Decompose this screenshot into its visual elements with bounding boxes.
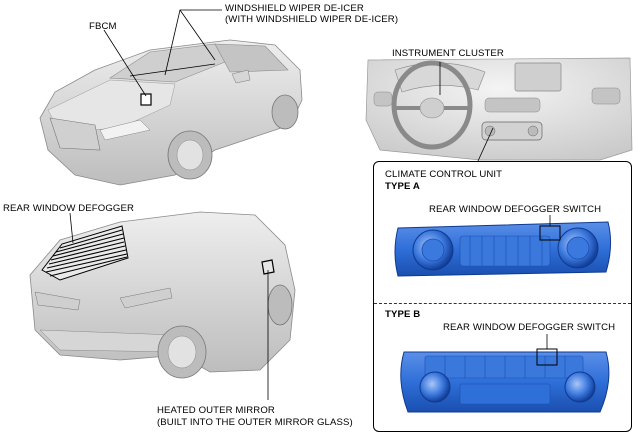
front-car-illustration xyxy=(39,39,303,186)
label-type-b: TYPE B xyxy=(385,309,421,320)
label-fbcm: FBCM xyxy=(89,21,117,32)
rear-car-illustration xyxy=(29,211,296,379)
fbcm-marker xyxy=(140,93,152,106)
dashboard-illustration xyxy=(365,57,633,161)
label-rear-defogger: REAR WINDOW DEFOGGER xyxy=(3,203,134,214)
defogger-lines xyxy=(45,229,128,277)
label-instrument-cluster: INSTRUMENT CLUSTER xyxy=(392,48,504,59)
leader-lines-rear xyxy=(69,212,269,400)
label-switch-a: REAR WINDOW DEFOGGER SWITCH xyxy=(429,204,602,215)
leader-lines-dashboard xyxy=(439,62,494,162)
label-heated-mirror: HEATED OUTER MIRROR xyxy=(157,405,275,416)
label-wiper-deicer: WINDSHIELD WIPER DE-ICER xyxy=(225,3,364,14)
label-switch-b: REAR WINDOW DEFOGGER SWITCH xyxy=(443,322,616,333)
type-divider xyxy=(374,303,631,304)
wiper-deicer-line xyxy=(129,63,216,77)
label-type-a: TYPE A xyxy=(385,181,420,192)
leader-lines-front xyxy=(103,9,222,97)
outer-mirror-marker xyxy=(261,259,275,275)
climate-control-panel xyxy=(373,161,632,432)
label-climate-unit: CLIMATE CONTROL UNIT xyxy=(385,169,503,180)
label-heated-mirror-note: (BUILT INTO THE OUTER MIRROR GLASS) xyxy=(157,417,353,428)
label-wiper-deicer-note: (WITH WINDSHIELD WIPER DE-ICER) xyxy=(225,14,399,25)
